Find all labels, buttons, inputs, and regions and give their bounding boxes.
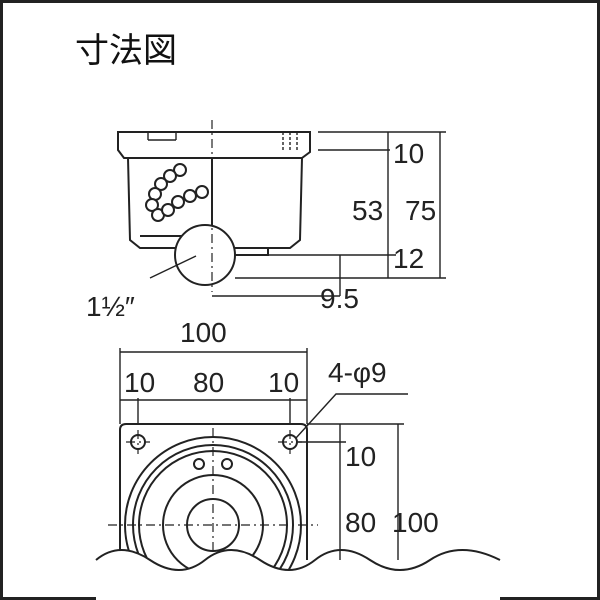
- bearing-ball: [171, 195, 185, 209]
- dim-label-75: 75: [405, 195, 436, 226]
- dim-label-9-5: 9.5: [320, 283, 359, 314]
- dim-label-12: 12: [393, 243, 424, 274]
- plan-plate-outline: [119, 423, 308, 560]
- dim-label-10-vert: 10: [345, 441, 376, 472]
- dim-label-80-vert: 80: [345, 507, 376, 538]
- fork-bottom: [235, 248, 269, 256]
- dim-label-80-top: 80: [193, 367, 224, 398]
- bearing-ball: [145, 198, 159, 212]
- break-line: [96, 550, 500, 600]
- dim-label-53: 53: [352, 195, 383, 226]
- rivet: [193, 458, 205, 470]
- plan-view: 100 10 80 10 4-φ9: [95, 317, 501, 600]
- wheel-side: [174, 224, 236, 286]
- rivet: [221, 458, 233, 470]
- dim-label-100-top: 100: [180, 317, 227, 348]
- dim-label-10-right: 10: [268, 367, 299, 398]
- bearing-ball: [163, 169, 177, 183]
- bearing-ball: [195, 185, 209, 199]
- bearing-ball: [154, 177, 168, 191]
- hole-spec-label: 4-φ9: [328, 357, 387, 388]
- ball-bearing-race: [145, 163, 209, 222]
- dim-label-10-top: 10: [393, 138, 424, 169]
- dim-label-10-left: 10: [124, 367, 155, 398]
- hole-leader: [295, 393, 408, 439]
- bearing-ball: [183, 189, 197, 203]
- wheel-leader: [149, 255, 197, 279]
- break-line-wave: [95, 549, 501, 571]
- wheel-size-label: 1½″: [86, 291, 135, 322]
- bearing-ball: [161, 203, 175, 217]
- drawing-title: 寸法図: [75, 31, 177, 71]
- dim-label-100-vert: 100: [392, 507, 439, 538]
- side-view: 10 53 75 12 9.5 1½″: [86, 120, 446, 322]
- bearing-ball: [173, 163, 187, 177]
